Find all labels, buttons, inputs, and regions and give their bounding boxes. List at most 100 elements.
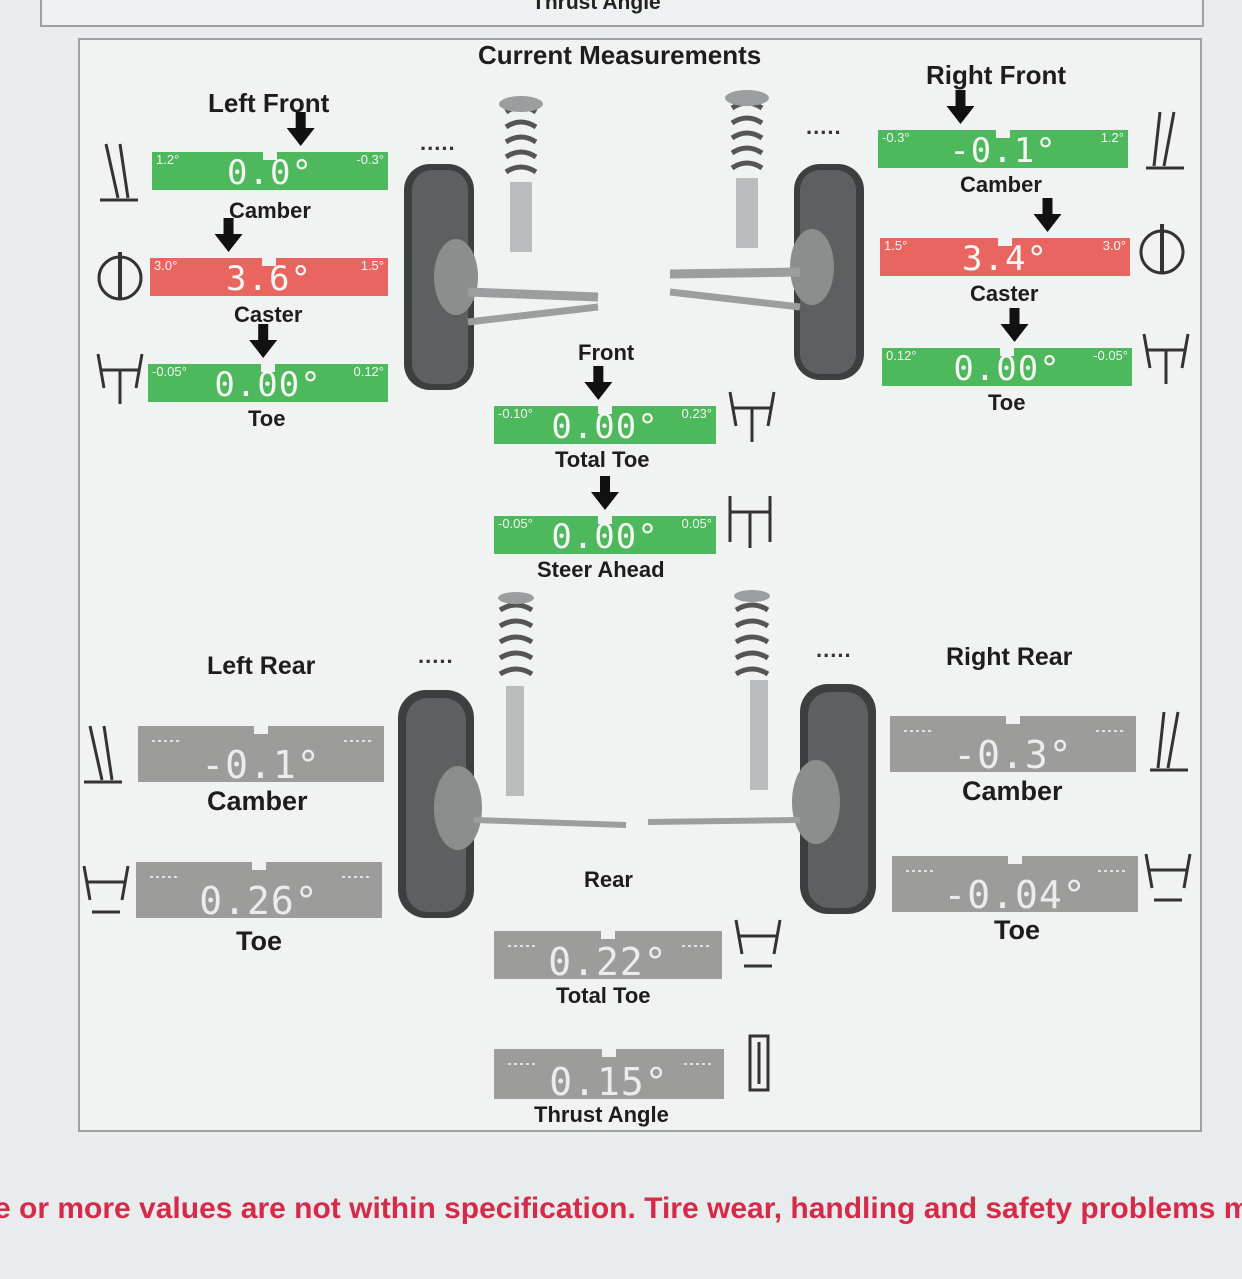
scale-tick — [694, 945, 697, 947]
right-front-caster-gauge: 1.5° 3.0° 3.4° — [880, 198, 1130, 279]
center-notch — [601, 931, 615, 939]
left-front-caster-gauge: 3.0° 1.5° 3.6° — [150, 218, 388, 298]
scale-tick — [344, 740, 347, 742]
gauge-body — [150, 258, 388, 296]
scale-tick — [1096, 730, 1099, 732]
max-limit: 0.12° — [353, 364, 384, 379]
scale-tick — [156, 876, 159, 878]
right-rear-title: Right Rear — [946, 643, 1073, 671]
min-limit: -0.05° — [152, 364, 187, 379]
scale-tick — [682, 945, 685, 947]
gauge-value: -0.04° — [943, 873, 1087, 917]
scale-tick — [362, 740, 365, 742]
scale-tick — [170, 740, 173, 742]
scale-tick — [520, 1063, 523, 1065]
gauge-value: 0.00° — [953, 349, 1061, 389]
left-rear-toe-gauge: 0.26° — [136, 856, 382, 920]
right-front-camber-label: Camber — [960, 172, 1042, 197]
scale-tick — [532, 945, 535, 947]
pointer-arrow — [249, 324, 278, 358]
gauge-value: 3.4° — [962, 239, 1048, 279]
min-limit: 1.2° — [156, 152, 180, 167]
center-notch — [1006, 716, 1020, 724]
left-front-toe-label: Toe — [248, 406, 286, 431]
min-limit: 1.5° — [884, 238, 908, 253]
scale-tick — [928, 730, 931, 732]
thrust-angle-icon — [748, 1034, 770, 1092]
pointer-arrow — [214, 218, 243, 252]
gauge-body — [494, 516, 716, 554]
toe-icon — [1144, 853, 1192, 902]
scale-tick — [366, 876, 369, 878]
gauge-body — [878, 130, 1128, 168]
steer-ahead-label: Steer Ahead — [537, 557, 665, 582]
right-rear-toe-label: Toe — [994, 915, 1040, 945]
caster-icon — [97, 252, 143, 301]
scale-tick — [924, 870, 927, 872]
dots-left-rear: ..... — [418, 643, 454, 668]
pointer-arrow — [1000, 308, 1029, 342]
camber-icon — [1150, 711, 1188, 772]
scale-tick — [1110, 870, 1113, 872]
scale-tick — [532, 1063, 535, 1065]
scale-tick — [342, 876, 345, 878]
scale-tick — [904, 730, 907, 732]
scale-tick — [164, 740, 167, 742]
scale-tick — [1104, 870, 1107, 872]
center-notch — [598, 516, 612, 524]
toe-icon — [1142, 333, 1190, 384]
right-front-suspension-illustration — [669, 90, 864, 380]
min-limit: -0.10° — [498, 406, 533, 421]
dots-right-rear: ..... — [816, 637, 852, 662]
scale-tick — [930, 870, 933, 872]
left-rear-title: Left Rear — [207, 652, 316, 680]
pointer-arrow — [591, 476, 619, 510]
scale-tick — [520, 945, 523, 947]
gauge-body — [890, 716, 1136, 772]
total-toe-icon — [728, 391, 776, 442]
gauge-value: -0.3° — [953, 733, 1073, 777]
right-front-caster-label: Caster — [970, 281, 1039, 306]
max-limit: 0.23° — [681, 406, 712, 421]
center-notch — [262, 258, 276, 266]
max-limit: 0.05° — [681, 516, 712, 531]
min-limit: -0.05° — [498, 516, 533, 531]
scale-tick — [508, 945, 511, 947]
scale-tick — [508, 1063, 511, 1065]
gauge-body — [892, 856, 1138, 912]
toe-icon — [96, 353, 144, 404]
right-rear-suspension-illustration — [647, 590, 876, 914]
scale-tick — [354, 876, 357, 878]
max-limit: 1.5° — [360, 258, 384, 273]
scale-tick — [152, 740, 155, 742]
left-front-camber-gauge: 1.2° -0.3° 0.0° — [152, 112, 388, 192]
camber-icon — [84, 725, 122, 784]
out-of-spec-warning: e or more values are not within specific… — [0, 1192, 1242, 1225]
center-notch — [261, 364, 275, 372]
scale-tick — [684, 1063, 687, 1065]
scale-tick — [360, 876, 363, 878]
gauge-value: -0.1° — [949, 131, 1057, 171]
camber-icon — [1146, 111, 1184, 170]
gauge-body — [494, 406, 716, 444]
center-notch — [1000, 348, 1014, 356]
max-limit: 1.2° — [1100, 130, 1124, 145]
right-front-title: Right Front — [926, 60, 1067, 90]
rear-total-toe-label: Total Toe — [556, 983, 651, 1008]
left-rear-suspension-illustration — [398, 592, 627, 918]
left-rear-camber-gauge: -0.1° — [138, 720, 384, 784]
gauge-value: 0.00° — [214, 365, 322, 405]
gauge-body — [880, 238, 1130, 276]
gauge-value: 0.22° — [548, 940, 668, 984]
scale-tick — [906, 870, 909, 872]
max-limit: -0.3° — [356, 152, 384, 167]
dots-right-front: ..... — [806, 114, 842, 139]
left-front-toe-gauge: -0.05° 0.12° 0.00° — [148, 324, 388, 405]
camber-icon — [100, 143, 138, 202]
scale-tick — [162, 876, 165, 878]
gauge-value: 0.15° — [549, 1060, 669, 1104]
scale-tick — [1116, 870, 1119, 872]
scale-tick — [1102, 730, 1105, 732]
center-notch — [252, 862, 266, 870]
gauge-body — [152, 152, 388, 190]
